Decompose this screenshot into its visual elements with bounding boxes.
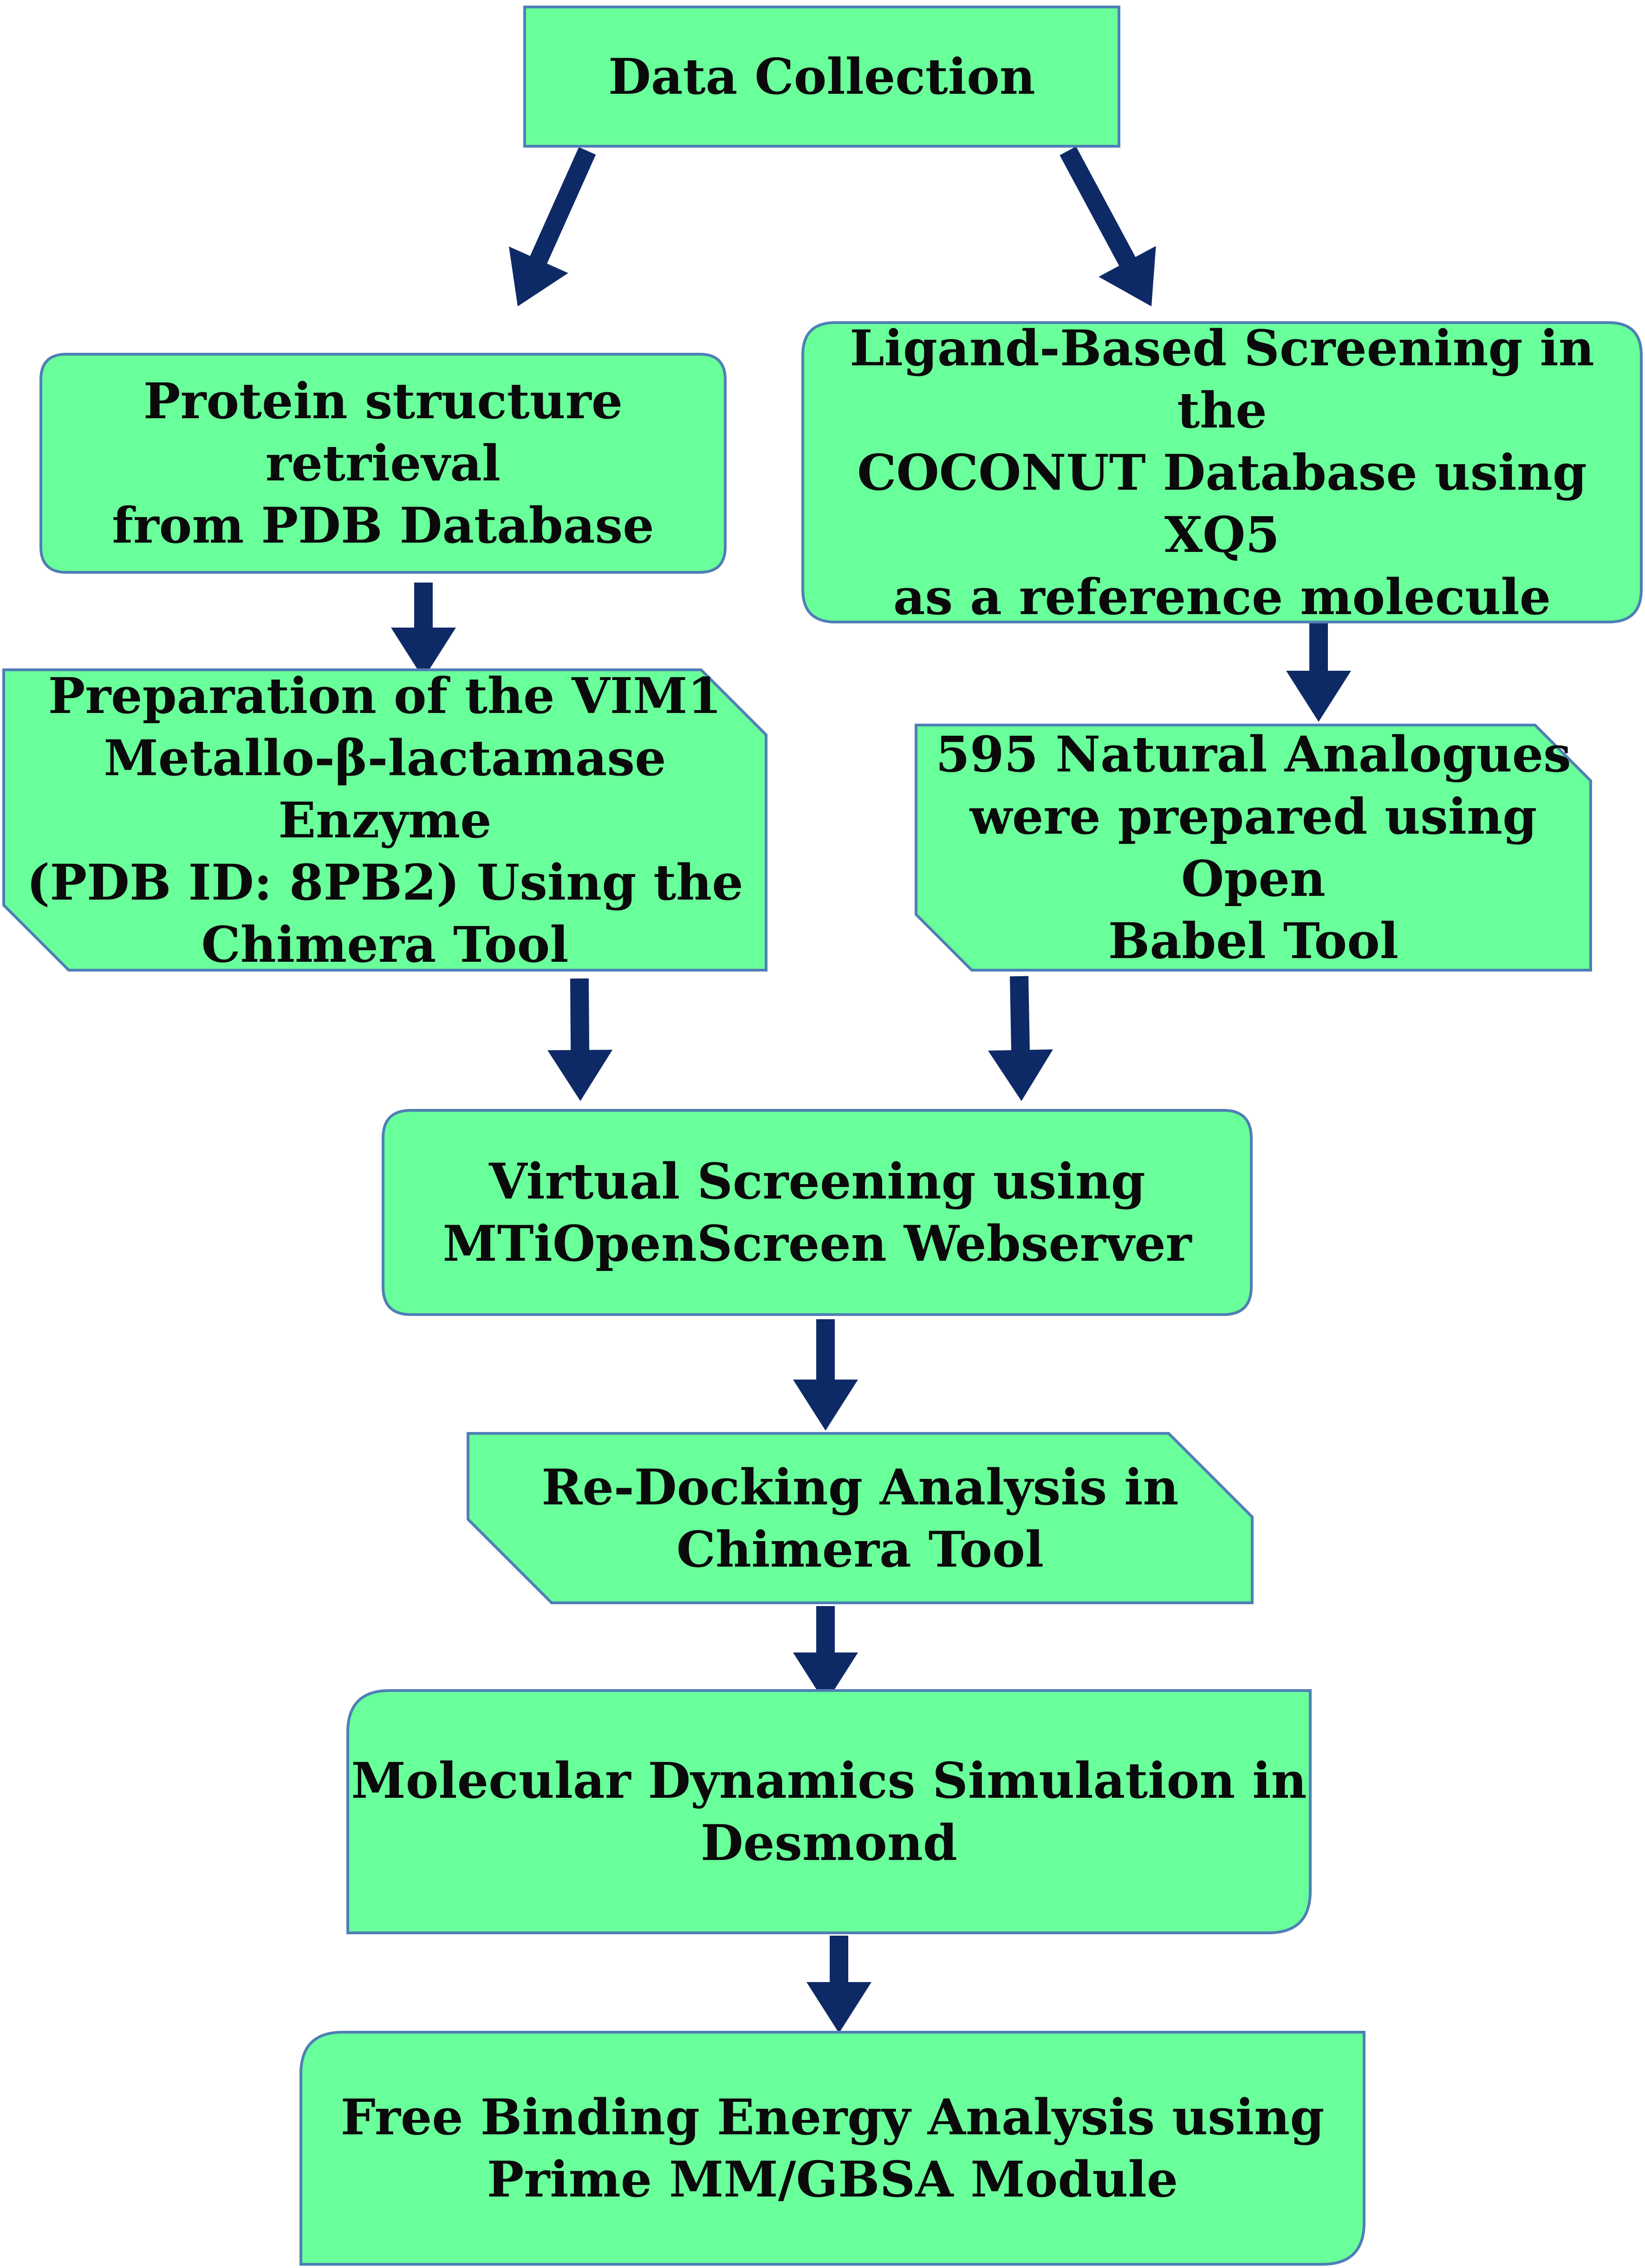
edge-line-analogue-preparation-to-virtual-screening [1010,976,1030,1055]
node-label-line: Free Binding Energy Analysis using [340,2088,1325,2146]
node-label-line: Ligand-Based Screening in the [850,318,1594,439]
edge-arrowhead-analogue-preparation-to-virtual-screening [988,1049,1053,1101]
node-label-lines: Data Collection [608,45,1035,108]
edge-arrowhead-enzyme-preparation-to-virtual-screening [547,1050,613,1101]
node-label-line: Protein structure retrieval [143,372,623,492]
edge-line-enzyme-preparation-to-virtual-screening [570,978,590,1055]
shapes-layer [2,6,1643,2266]
node-box-redocking [467,1432,1254,1604]
node-label-line: Molecular Dynamics Simulation in [351,1751,1307,1809]
node-label-line: Re-Docking Analysis in [541,1458,1179,1516]
node-label-line: Preparation of the VIM1 [48,666,722,725]
node-box-enzyme-preparation [2,668,767,972]
node-box-binding-energy [299,2031,1365,2266]
node-label-line: MTiOpenScreen Webserver [442,1214,1192,1272]
node-label-line: Metallo-β-lactamase Enzyme [104,728,666,849]
edge-arrowhead-redocking-to-md-simulation [793,1652,858,1704]
edge-arrowhead-ligand-screening-to-analogue-preparation [1286,671,1351,722]
node-label-line: from PDB Database [112,496,654,554]
edge-arrowhead-protein-retrieval-to-enzyme-preparation [391,628,456,679]
node-box-md-simulation [346,1689,1312,1934]
node-label-line: Virtual Screening using [489,1152,1145,1210]
node-box-virtual-screening [382,1109,1253,1316]
node-label-line: Prime MM/GBSA Module [487,2150,1178,2208]
node-label-line: COCONUT Database using XQ5 [857,443,1587,564]
node-box-analogue-preparation [915,724,1592,972]
edge-line-data-collection-to-protein-retrieval [528,147,596,268]
edge-arrowhead-data-collection-to-protein-retrieval [509,246,568,306]
edge-line-data-collection-to-ligand-screening [1060,146,1138,270]
node-label-data-collection: Data Collection [525,7,1119,146]
node-label-line: as a reference molecule [893,567,1551,626]
node-box-ligand-screening [801,321,1643,623]
node-label-line: 595 Natural Analogues [936,725,1571,783]
edge-arrowhead-data-collection-to-ligand-screening [1099,246,1156,306]
node-label-line: Data Collection [608,47,1035,105]
node-label-line: were prepared using Open [969,787,1537,907]
node-label-line: Desmond [700,1814,958,1872]
arrows-layer [391,146,1351,2033]
edge-arrowhead-virtual-screening-to-redocking [793,1380,858,1431]
node-box-protein-retrieval [39,353,727,574]
node-label-line: Chimera Tool [201,915,569,973]
node-box-data-collection [523,6,1120,148]
node-label-line: Babel Tool [1108,912,1399,970]
node-label-line: (PDB ID: 8PB2) Using the [26,853,743,911]
node-label-line: Chimera Tool [676,1520,1044,1578]
edge-arrowhead-md-simulation-to-binding-energy [806,1982,871,2033]
